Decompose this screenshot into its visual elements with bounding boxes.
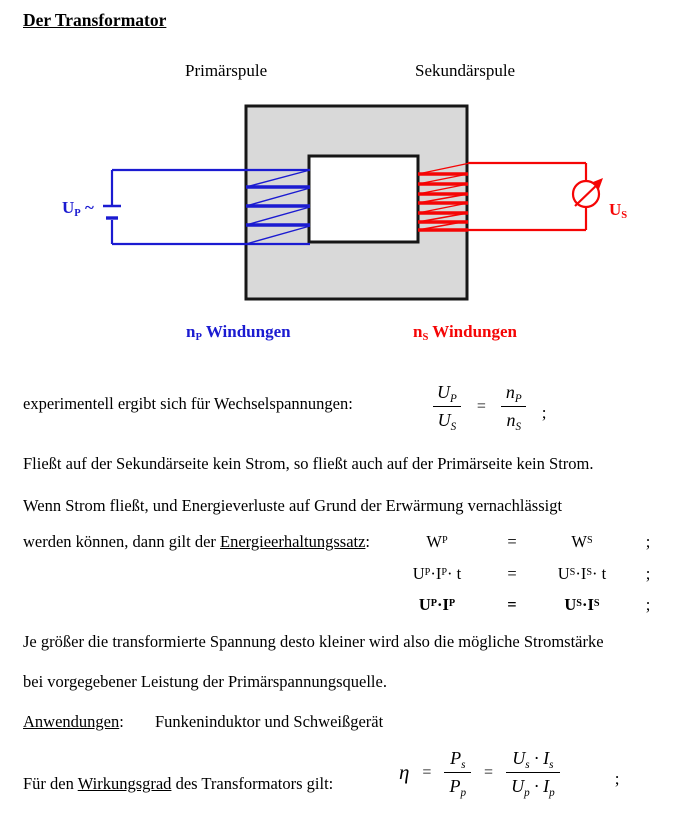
voltage-fraction: UP US [432,382,462,433]
applications-label: Anwendungen: [23,712,124,731]
secondary-coil-label: Sekundärspule [415,61,516,80]
fraction-denominator: Up · Ip [506,772,560,799]
semicolon: ; [645,595,651,614]
equals-sign: = [507,563,517,583]
secondary-coil-turns [418,172,468,232]
primary-circuit [103,168,311,246]
eta-symbol: η [399,760,410,784]
core-window [307,154,420,244]
equals-sign: = [476,397,486,415]
fraction-denominator: nS [501,406,527,433]
voltmeter-needle [574,181,601,207]
primary-coil-label: Primärspule [185,61,268,80]
semicolon: ; [645,532,651,551]
equals-sign: = [507,595,517,614]
secondary-coil-back-turns [417,162,471,231]
semicolon: ; [541,402,547,422]
conclusion-line1: Je größer die transformierte Spannung de… [23,632,604,651]
equals-sign: = [484,763,494,781]
energy-text-line1: Wenn Strom fließt, und Energieverluste a… [23,496,563,515]
fraction-numerator: UP [437,382,457,405]
efficiency-text: Für den Wirkungsgrad des Transformators … [23,774,334,793]
equals-sign: = [422,763,432,781]
fraction-numerator: nP [505,382,522,405]
fraction-numerator: Ps [450,748,466,771]
power-fraction: Ps Pp [444,748,472,799]
secondary-circuit [417,161,603,232]
fraction-denominator: Pp [444,772,472,799]
conclusion-line2: bei vorgegebener Leistung der Primärspan… [23,672,387,691]
windings-fraction: nP nS [501,382,527,433]
primary-coil-back-turns [245,169,311,245]
page-title: Der Transformator [23,10,167,30]
fraction-denominator: US [432,406,462,433]
voltmeter-arrowhead-icon [593,178,603,189]
voltage-ratio-formula: UP US = nP nS ; [432,382,547,433]
no-current-text: Fließt auf der Sekundärseite kein Strom,… [23,454,594,473]
primary-coil-turns [246,185,310,227]
efficiency-formula: η = Ps Pp = Us · Is Up · Ip ; [399,748,620,799]
fraction-numerator: Us · Is [512,748,554,771]
secondary-top-wire [468,161,588,181]
energy-text-line2: werden können, dann gilt der Energieerha… [23,532,371,551]
intro-text: experimentell ergibt sich für Wechselspa… [23,394,353,413]
voltage-current-fraction: Us · Is Up · Ip [506,748,560,799]
equals-sign: = [507,532,517,551]
primary-windings-label: nP Windungen [186,322,291,344]
semicolon: ; [614,768,620,788]
primary-voltage-label: UP ~ [62,198,94,220]
secondary-voltage-label: US [609,200,628,222]
secondary-bottom-wire [468,207,588,232]
transformer-schematic [103,104,603,301]
applications-items: Funkeninduktor und Schweißgerät [155,712,384,731]
semicolon: ; [645,563,651,583]
secondary-windings-label: nS Windungen [413,322,518,344]
